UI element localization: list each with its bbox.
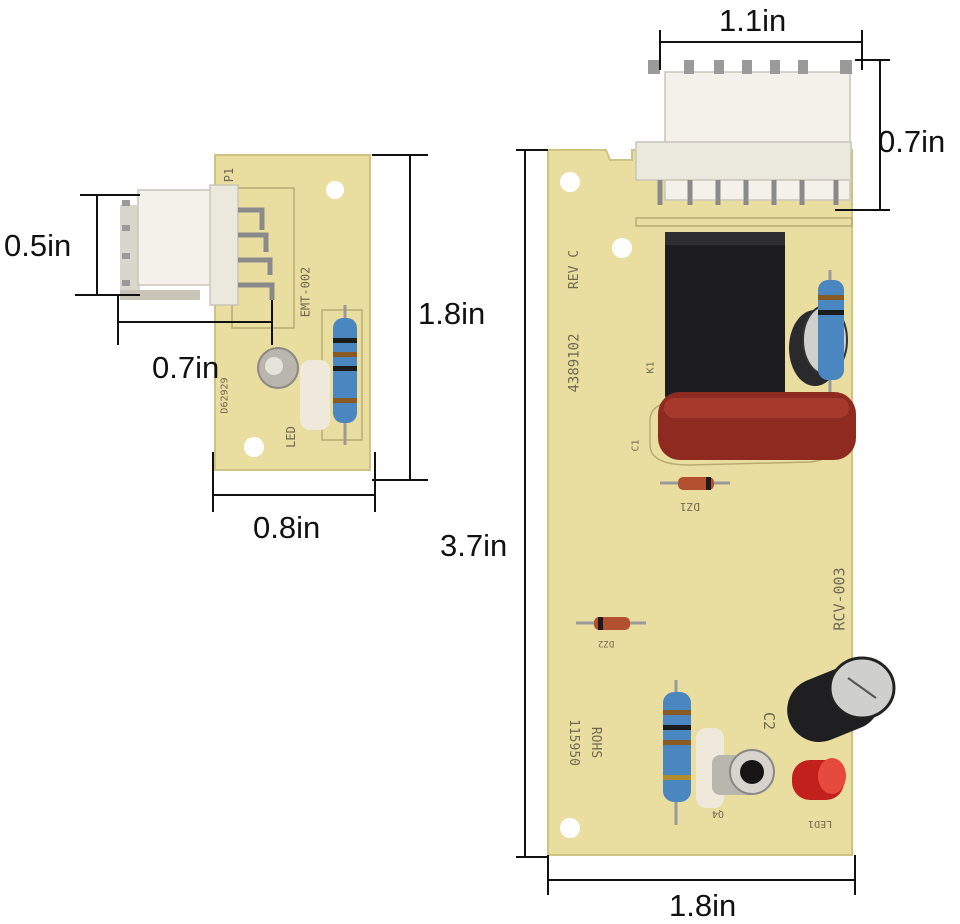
dim-small-height: 0.5in [4, 228, 72, 263]
large-silk-part-no: 4389102 [566, 333, 583, 393]
dim-large-connector-width: 1.1in [719, 3, 787, 38]
large-silk-rev: REV C [567, 249, 583, 290]
large-connector [635, 60, 853, 227]
small-silk-code: D62929 [219, 377, 231, 414]
dim-small-length: 1.8in [418, 296, 486, 331]
large-board [547, 60, 896, 856]
phototransistor-q4 [696, 728, 775, 808]
small-dimension-lines [75, 154, 428, 512]
large-silk-rohs: ROHS [588, 726, 604, 759]
relay [665, 232, 785, 400]
dim-large-length: 3.7in [440, 528, 508, 563]
large-silk-rcv: RCV-003 [830, 567, 849, 631]
dim-small-offset: 0.7in [152, 350, 220, 385]
small-silk-led: LED [283, 426, 298, 448]
red-led [792, 758, 846, 800]
dim-large-width: 1.8in [669, 888, 737, 923]
small-silk-p1: P1 [222, 167, 237, 183]
dim-large-connector-depth: 0.7in [878, 124, 946, 159]
dim-small-width: 0.8in [253, 510, 321, 545]
resistor-bottom [663, 680, 691, 825]
small-connector [120, 184, 275, 306]
diode-dz1 [660, 477, 730, 490]
small-silk-part: EMT-002 [298, 266, 313, 318]
capacitor-c2 [787, 656, 896, 742]
large-silk-code: 115950 [565, 719, 581, 766]
large-silk-q4: Q4 [712, 808, 725, 819]
resistor-top [818, 270, 844, 395]
small-resistor [333, 305, 357, 445]
large-silk-c2: C2 [760, 711, 779, 731]
large-silk-dz1: DZ1 [680, 500, 700, 513]
small-board [120, 154, 371, 471]
large-silk-dz2: DZ2 [598, 638, 615, 648]
diode-dz2 [576, 617, 646, 630]
film-capacitor [649, 392, 856, 466]
small-led [257, 347, 330, 430]
large-silk-led1: LED1 [808, 818, 833, 829]
large-silk-c1: C1 [630, 439, 642, 452]
large-dimension-lines [516, 30, 890, 895]
large-silk-k1: K1 [645, 361, 657, 374]
